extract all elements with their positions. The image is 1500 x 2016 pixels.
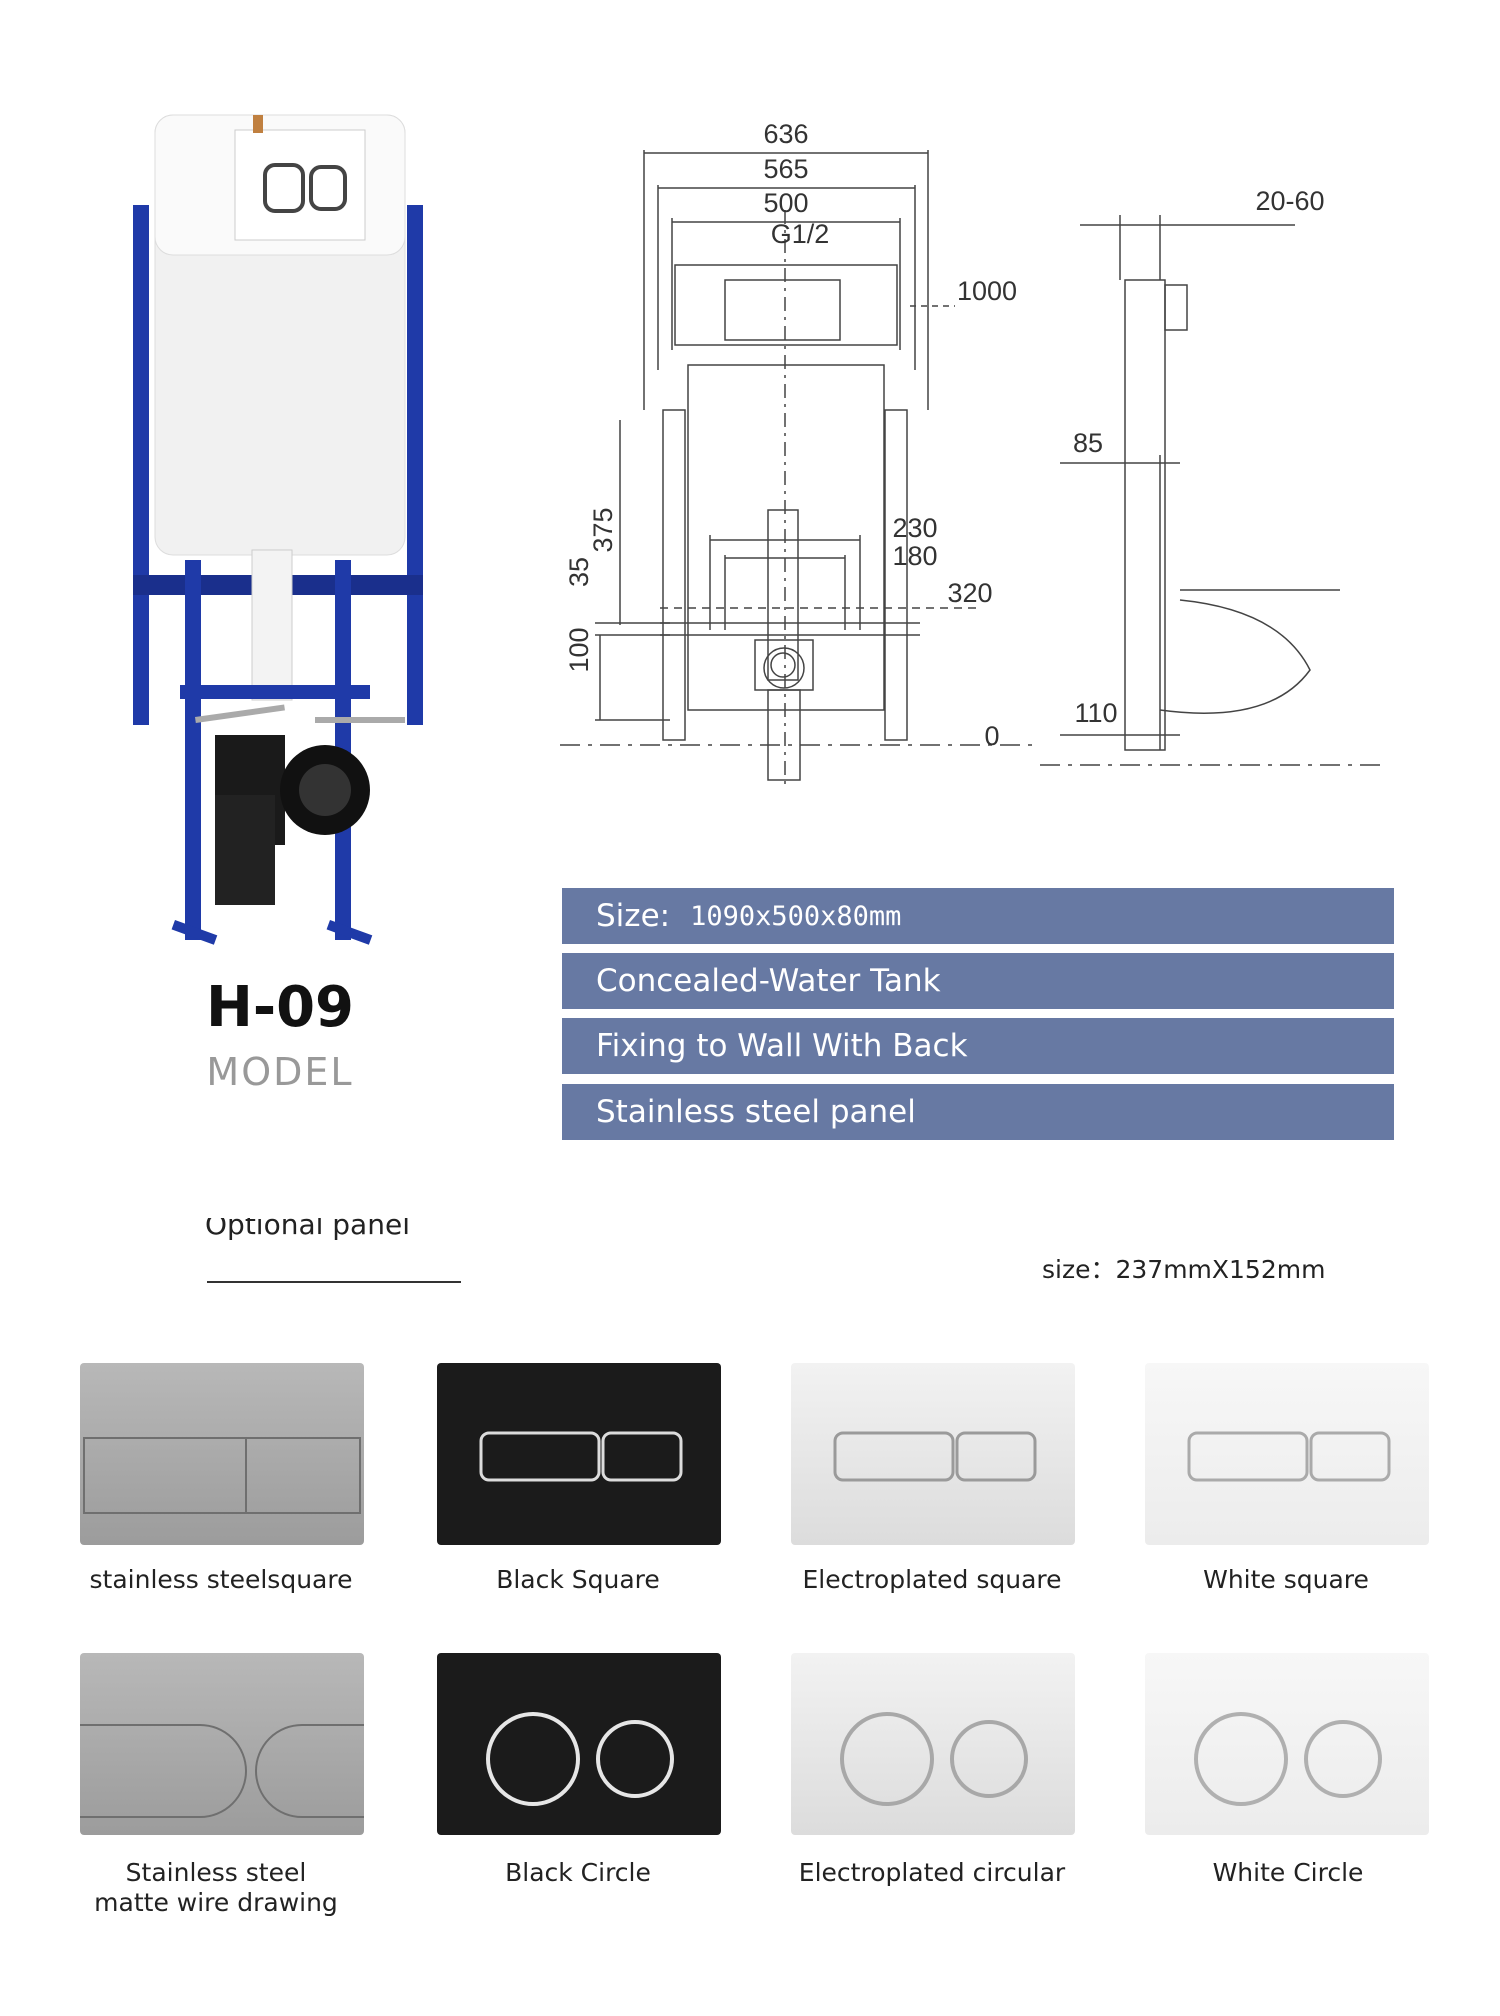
dim-g12: G1/2 — [771, 219, 830, 249]
dim-180: 180 — [892, 541, 937, 571]
panel-caption: Electroplated circular — [798, 1858, 1066, 1887]
spec-item: Fixing to Wall With Back — [562, 1018, 1394, 1074]
dim-375: 375 — [588, 507, 618, 552]
dim-110: 110 — [1074, 698, 1117, 728]
spec-item: Concealed-Water Tank — [562, 953, 1394, 1009]
model-label: MODEL — [206, 1050, 354, 1094]
front-dimension-drawing: 636 565 500 G1/2 1000 375 35 100 230 180… — [560, 110, 1040, 790]
panel-caption: Black Square — [496, 1565, 660, 1594]
panel-caption: Stainless steel matte wire drawing — [46, 1858, 386, 1918]
title-underline — [207, 1281, 461, 1283]
dim-320: 320 — [947, 578, 992, 608]
flush-panel-black-circle — [437, 1653, 721, 1835]
dim-500: 500 — [763, 188, 808, 218]
panel-caption-line1: Stainless steel — [125, 1858, 307, 1887]
dim-35: 35 — [564, 557, 594, 587]
flush-panel-steel-square — [80, 1363, 364, 1545]
panel-caption: White Circle — [1212, 1858, 1364, 1887]
flush-panel-white-circle — [1145, 1653, 1429, 1835]
dim-565: 565 — [763, 154, 808, 184]
spec-size-bar: Size: 1090x500x80mm — [562, 888, 1394, 944]
dim-20-60: 20-60 — [1255, 186, 1324, 216]
dim-0: 0 — [984, 721, 999, 751]
flush-panel-chrome-square — [791, 1363, 1075, 1545]
dim-1000: 1000 — [957, 276, 1017, 306]
dim-636: 636 — [763, 119, 808, 149]
panel-size: size：237mmX152mm — [1042, 1255, 1326, 1284]
panel-caption: White square — [1203, 1565, 1369, 1594]
flush-panel-chrome-circle — [791, 1653, 1075, 1835]
side-dimension-drawing: 20-60 85 110 — [1040, 180, 1380, 790]
panel-caption-line2: matte wire drawing — [94, 1888, 338, 1917]
flush-panel-white-square — [1145, 1363, 1429, 1545]
spec-size-value: 1090x500x80mm — [690, 900, 902, 932]
panel-caption: stainless steelsquare — [89, 1565, 353, 1594]
panel-caption: Electroplated square — [802, 1565, 1062, 1594]
dim-85: 85 — [1073, 428, 1103, 458]
optional-panel-title: Optional panel — [205, 1218, 410, 1241]
model-code: H-09 — [205, 975, 355, 1040]
dim-230: 230 — [892, 513, 937, 543]
flush-panel-steel-oval — [80, 1653, 364, 1835]
product-image — [125, 95, 445, 945]
spec-size-label: Size: — [596, 898, 671, 934]
dim-100: 100 — [564, 627, 594, 672]
panel-caption: Black Circle — [505, 1858, 651, 1887]
spec-item: Stainless steel panel — [562, 1084, 1394, 1140]
flush-panel-black-square — [437, 1363, 721, 1545]
